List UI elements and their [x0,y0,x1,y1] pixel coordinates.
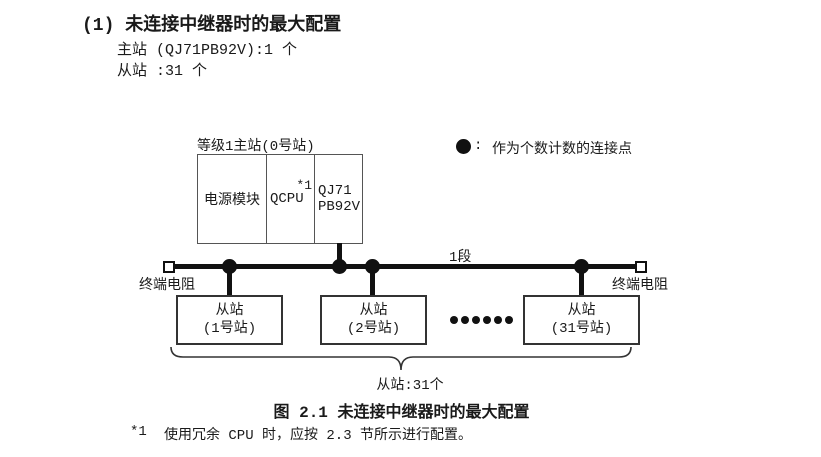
master-station-box: 电源模块 QCPU *1 QJ71 PB92V [197,154,363,244]
slave2-drop-line [370,266,375,296]
bus-line [170,264,637,269]
footnote-text: 使用冗余 CPU 时，应按 2.3 节所示进行配置。 [164,428,473,444]
slave1-line1: 从站 [215,302,244,319]
brace [170,346,632,371]
terminator-right-label: 终端电阻 [612,278,668,294]
slave1-drop-line [227,266,232,296]
footnote-ref: *1 [296,178,312,193]
master-count-line: 主站 (QJ71PB92V):1 个 [117,42,298,59]
slave1-line2: (1号站) [202,321,257,337]
power-module-cell: 电源模块 [198,155,267,243]
ellipsis-dots [450,316,513,324]
connection-dot [222,259,237,274]
legend-text: 作为个数计数的连接点 [492,142,632,158]
pb92v-module-cell: QJ71 PB92V [315,155,362,243]
slave-station-box-1: 从站 (1号站) [176,295,283,345]
connection-dot [332,259,347,274]
connection-dot [365,259,380,274]
slave31-line2: (31号站) [550,321,613,337]
slave-station-box-31: 从站 (31号站) [523,295,640,345]
legend-colon: : [474,138,483,154]
master-drop-line [337,243,342,266]
terminator-left-label: 终端电阻 [139,278,195,294]
slave2-line2: (2号站) [346,321,401,337]
slave2-line1: 从站 [359,302,388,319]
pb92v-line2: PB92V [318,199,361,215]
brace-label: 从站:31个 [376,378,444,394]
master-station-label: 等级1主站(0号站) [197,139,315,155]
slave-count-line: 从站 :31 个 [117,63,208,80]
segment-label: 1段 [449,250,472,266]
terminator-left-icon [163,261,175,273]
footnote-marker: *1 [130,424,147,440]
power-module-label: 电源模块 [204,193,260,209]
pb92v-line1: QJ71 [318,182,352,199]
section-heading: (1) 未连接中继器时的最大配置 [82,16,342,36]
slave3-drop-line [579,266,584,296]
slave-station-box-2: 从站 (2号站) [320,295,427,345]
slave31-line1: 从站 [567,302,596,319]
qcpu-label: QCPU [270,191,304,207]
terminator-right-icon [635,261,647,273]
figure-caption: 图 2.1 未连接中继器时的最大配置 [273,404,530,422]
connection-dot [574,259,589,274]
connection-point-icon [456,139,471,154]
qcpu-cell: QCPU *1 [267,155,315,243]
